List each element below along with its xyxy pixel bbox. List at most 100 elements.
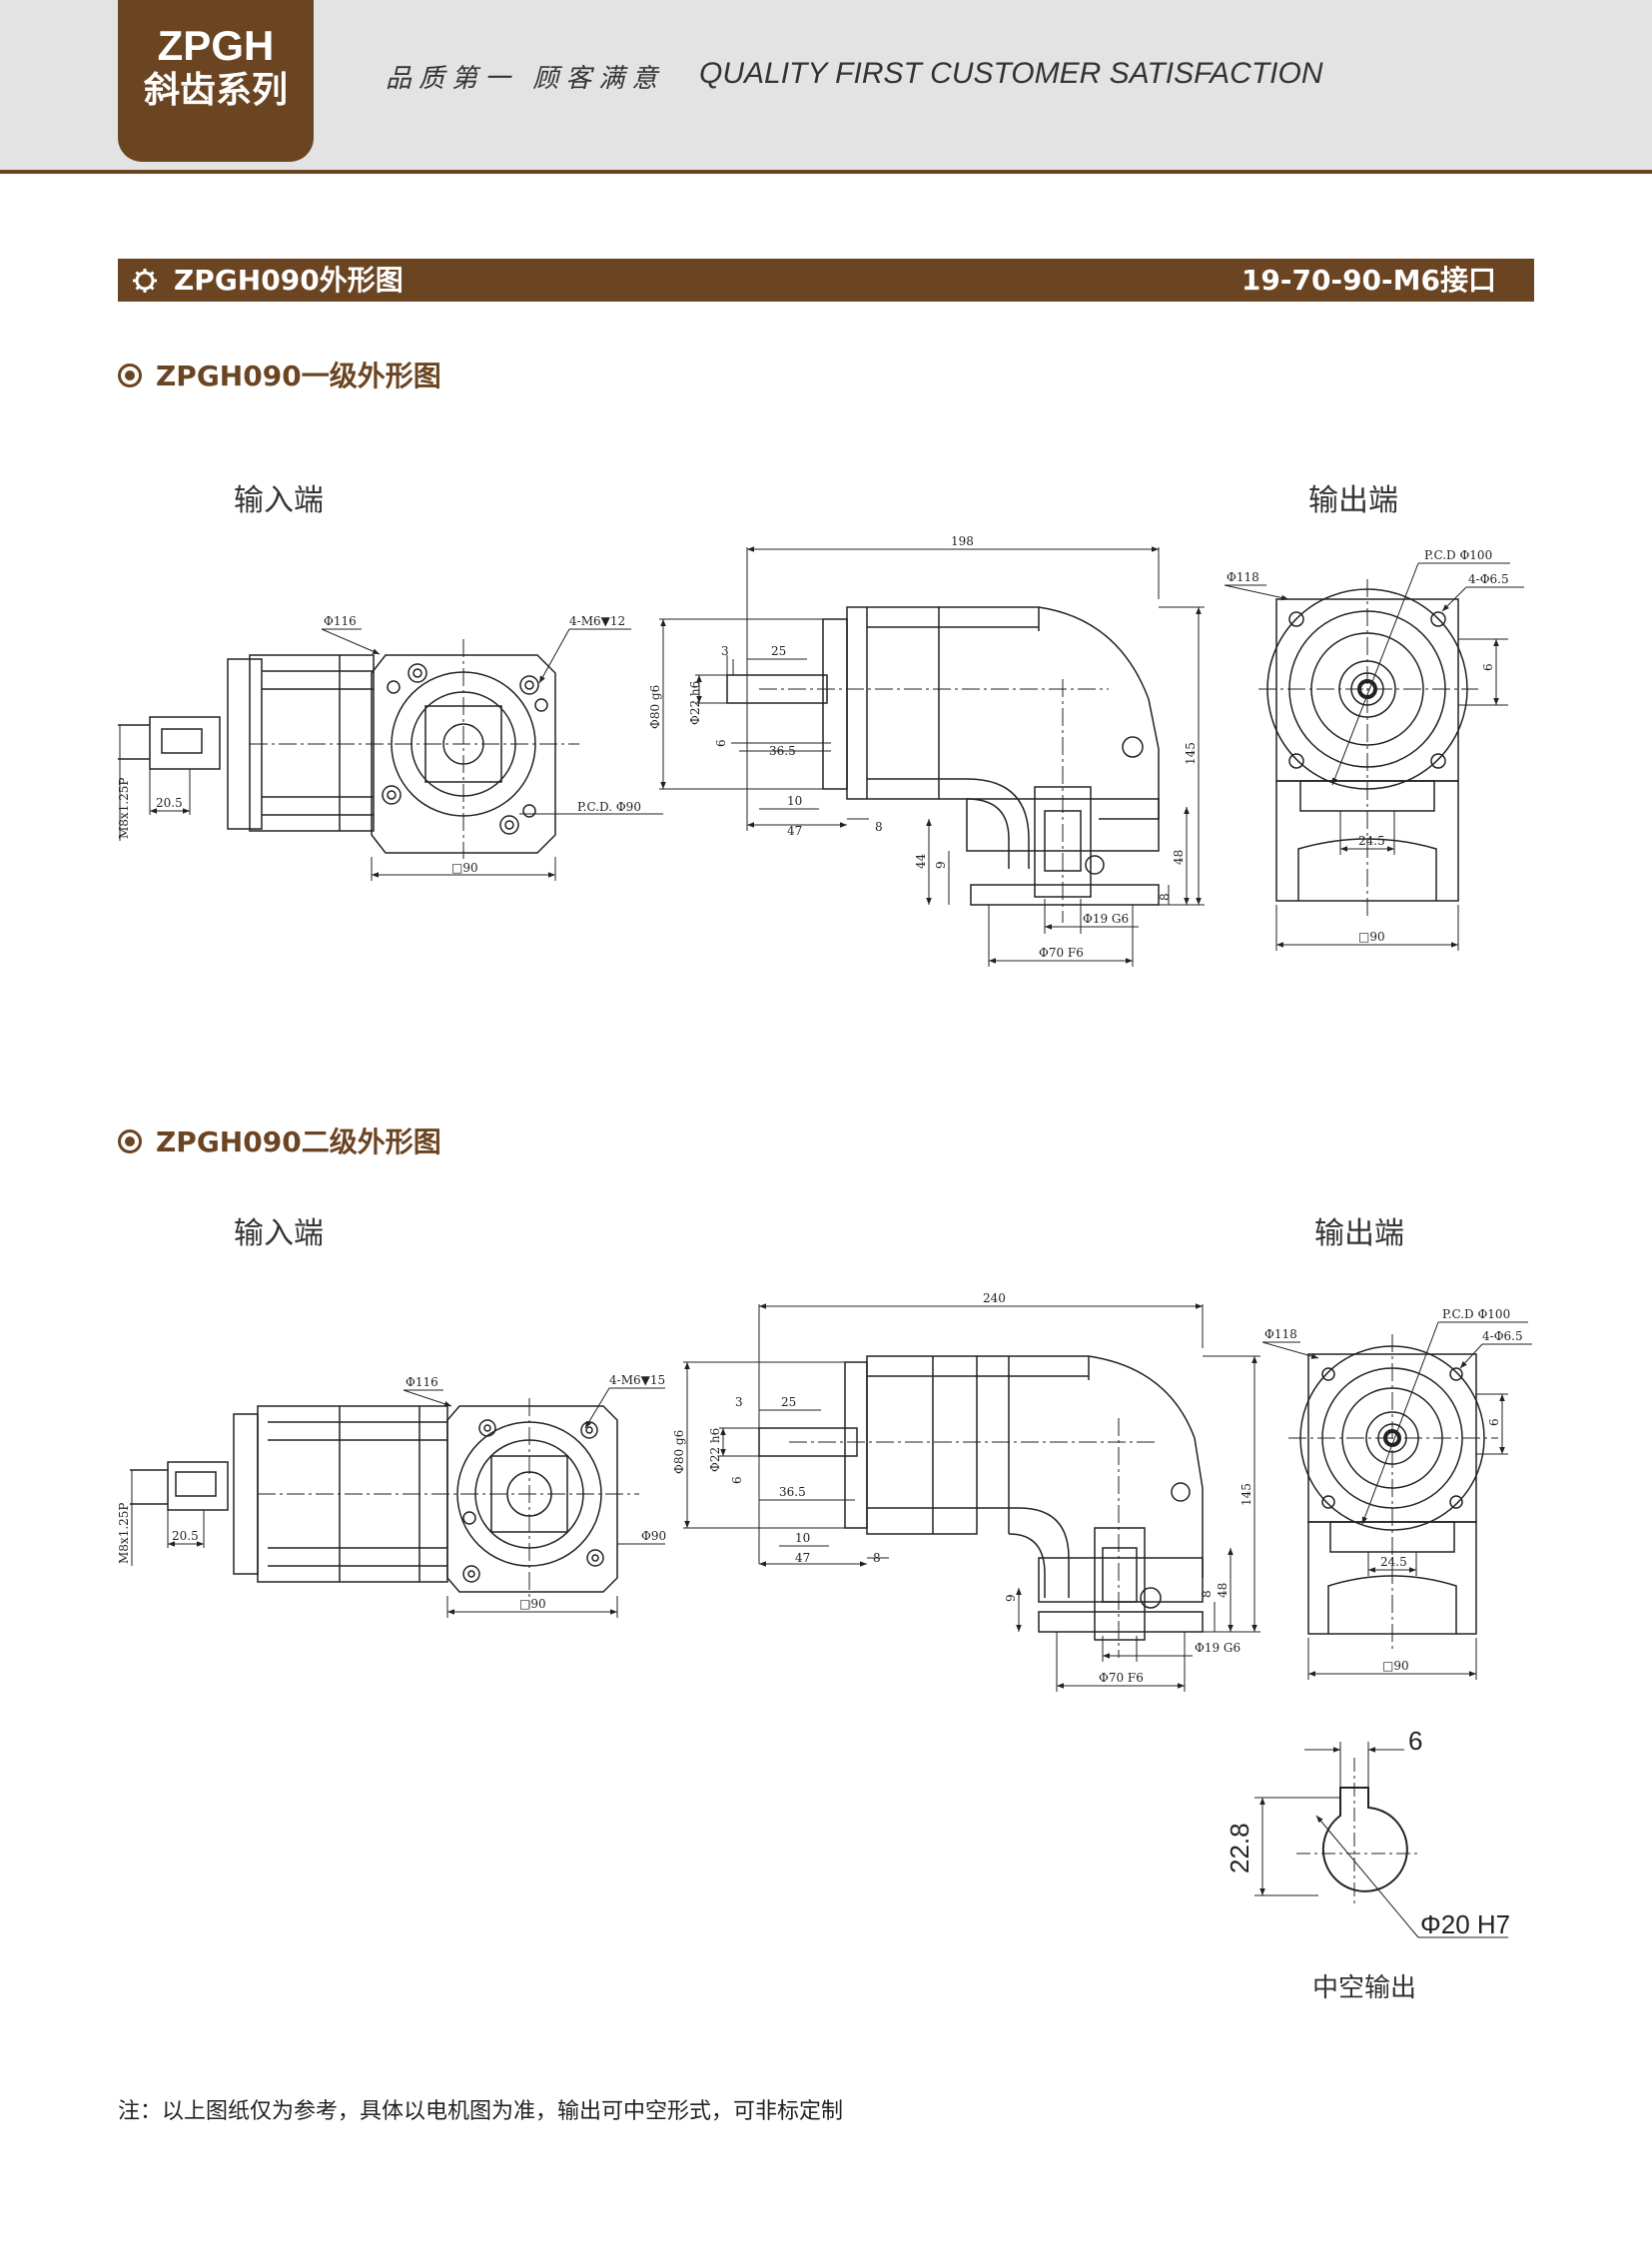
dim-3: 3 (721, 644, 729, 658)
dim-len198: 198 (951, 534, 974, 548)
stage1-heading-text: ZPGH090一级外形图 (156, 360, 441, 392)
stage2-output-label: 输出端 (1314, 1216, 1404, 1251)
hollow-bore: Φ20 H7 (1420, 1909, 1510, 1939)
badge-model: ZPGH (157, 22, 275, 69)
stage1-input-dims (119, 628, 663, 881)
dim-w25: 25 (771, 644, 786, 658)
dim-h145: 145 (1184, 742, 1198, 765)
stage2-input-dim-text: Φ116 4-M6▼15 Φ90 □90 M8x1.25P 20.5 (117, 1373, 666, 1611)
dim-d19: Φ19 G6 (1195, 1641, 1240, 1655)
stage1-side-dims (659, 546, 1205, 967)
dim-6: 6 (714, 739, 728, 747)
slogan-english: QUALITY FIRST CUSTOMER SATISFACTION (699, 57, 1323, 90)
dim-6b: 6 (1481, 663, 1495, 671)
stage2-input-label: 输入端 (234, 1216, 324, 1251)
dim-d70: Φ70 F6 (1099, 1671, 1144, 1685)
dim-sq90: □90 (451, 861, 478, 875)
stage1-output-dim-text: Φ118 P.C.D Φ100 4-Φ6.5 6 24.5 □90 (1227, 548, 1509, 944)
section-title-bar: ZPGH090外形图 19-70-90-M6接口 (118, 259, 1534, 302)
dim-9: 9 (1004, 1594, 1018, 1602)
bullet-icon (118, 364, 142, 387)
dim-d22: Φ22 h6 (688, 681, 702, 725)
dim-3: 3 (735, 1395, 743, 1409)
gear-icon (133, 269, 157, 293)
dim-w205: 20.5 (156, 796, 183, 810)
section-title: ZPGH090外形图 (174, 264, 404, 297)
hollow-output-detail (1254, 1742, 1508, 1938)
dim-h44: 44 (914, 853, 928, 869)
stage1-input-label: 输入端 (234, 483, 324, 518)
stage2-output-dims (1261, 1321, 1532, 1680)
dim-w365: 36.5 (779, 1485, 806, 1499)
stage2-output-dim-text: Φ118 P.C.D Φ100 4-Φ6.5 6 24.5 □90 (1264, 1307, 1523, 1673)
dim-d70: Φ70 F6 (1039, 946, 1084, 960)
dim-8: 8 (873, 1551, 881, 1565)
dim-h48: 48 (1172, 850, 1186, 865)
dim-d118: Φ118 (1227, 570, 1259, 584)
stage1-heading: ZPGH090一级外形图 (118, 355, 441, 394)
dim-8b: 8 (1158, 893, 1172, 901)
stage1-output-label: 输出端 (1308, 483, 1398, 518)
stage2-input-dims (131, 1387, 665, 1618)
stage2-heading: ZPGH090二级外形图 (118, 1120, 441, 1160)
badge-series: 斜齿系列 (143, 70, 288, 111)
dim-10: 10 (795, 1531, 810, 1545)
dim-d80: Φ80 g6 (648, 685, 662, 729)
dim-m8: M8x1.25P (117, 778, 131, 839)
stage2-side-view (758, 1355, 1204, 1658)
dim-w365: 36.5 (769, 744, 796, 758)
dim-8: 8 (875, 820, 883, 834)
stage2-side-dims (683, 1303, 1260, 1692)
dim-w205: 20.5 (172, 1529, 199, 1543)
dim-sq90: □90 (519, 1597, 546, 1611)
dim-holes: 4-Φ6.5 (1468, 572, 1509, 586)
dim-w47: 47 (787, 824, 802, 838)
hollow-key-width: 6 (1408, 1726, 1422, 1756)
hollow-output-dim-text: 6 22.8 Φ20 H7 (1225, 1726, 1510, 1939)
dim-pcd100: P.C.D Φ100 (1424, 548, 1492, 562)
dim-m6: 4-M6▼12 (569, 614, 625, 628)
dim-m8: M8x1.25P (117, 1503, 131, 1564)
stage1-output-view (1258, 579, 1478, 919)
stage1-side-dim-text: 198 3 25 Φ80 g6 Φ22 h6 6 36.5 10 47 8 14… (648, 534, 1198, 960)
dim-6: 6 (730, 1476, 744, 1484)
stage2-input-view (130, 1398, 639, 1608)
dim-w245: 24.5 (1358, 834, 1385, 848)
dim-6b: 6 (1487, 1418, 1501, 1426)
dim-pcd90: P.C.D. Φ90 (577, 800, 641, 814)
dim-holes: 4-Φ6.5 (1482, 1329, 1523, 1343)
dim-w245: 24.5 (1380, 1555, 1407, 1569)
dim-h48: 48 (1216, 1583, 1230, 1598)
stage1-output-dims (1224, 562, 1524, 951)
dim-d19: Φ19 G6 (1083, 912, 1129, 926)
dim-d80: Φ80 g6 (672, 1430, 686, 1474)
dim-h145: 145 (1239, 1483, 1253, 1506)
dim-d90: Φ90 (641, 1529, 666, 1543)
dim-w47: 47 (795, 1551, 810, 1565)
stage1-side-view (726, 606, 1160, 923)
dim-w25: 25 (781, 1395, 796, 1409)
stage1-input-view (118, 639, 579, 859)
hollow-caption: 中空输出 (1312, 1973, 1417, 2003)
stage1-input-dim-text: Φ116 4-M6▼12 P.C.D. Φ90 □90 M8x1.25P 20.… (117, 614, 641, 875)
footnote: 注：以上图纸仅为参考，具体以电机图为准，输出可中空形式，可非标定制 (118, 2099, 844, 2124)
dim-10: 10 (787, 794, 802, 808)
dim-8b: 8 (1200, 1590, 1214, 1598)
series-badge: ZPGH 斜齿系列 (118, 0, 314, 162)
dim-d22: Φ22 h6 (708, 1428, 722, 1472)
dim-d116: Φ116 (406, 1375, 438, 1389)
hollow-height: 22.8 (1225, 1823, 1254, 1873)
header-rule (0, 170, 1652, 174)
dim-d116: Φ116 (324, 614, 357, 628)
dim-9: 9 (934, 861, 948, 869)
dim-d118: Φ118 (1264, 1327, 1297, 1341)
dim-sq90b: □90 (1358, 930, 1385, 944)
dim-m6: 4-M6▼15 (609, 1373, 665, 1387)
stage2-heading-text: ZPGH090二级外形图 (156, 1125, 441, 1158)
slogan-chinese: 品质第一 顾客满意 (386, 64, 665, 94)
bullet-icon (118, 1129, 142, 1153)
dim-sq90b: □90 (1382, 1659, 1409, 1673)
stage2-output-view (1288, 1334, 1498, 1650)
stage2-side-dim-text: 240 3 25 Φ80 g6 Φ22 h6 6 36.5 10 47 8 14… (672, 1291, 1253, 1685)
